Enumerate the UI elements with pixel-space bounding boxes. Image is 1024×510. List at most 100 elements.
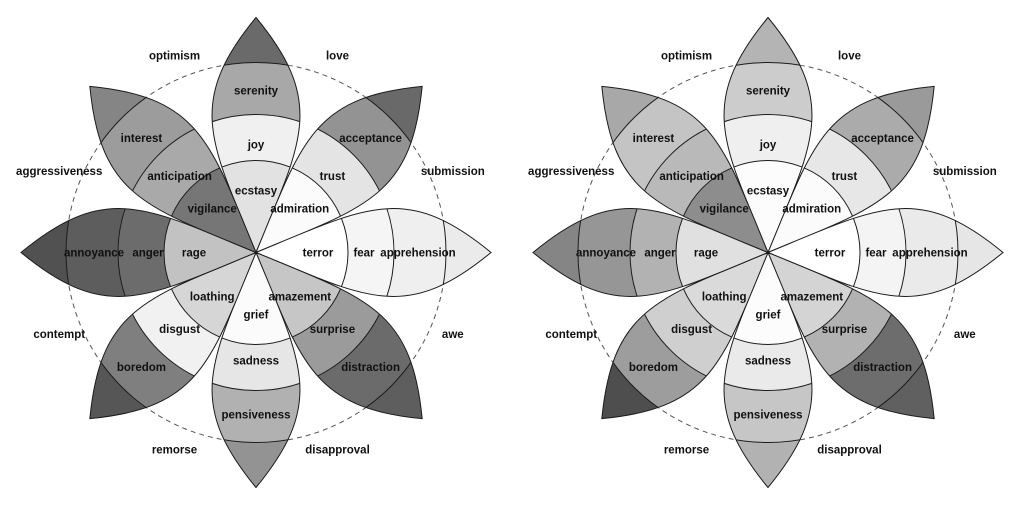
label-boredom: boredom	[117, 362, 166, 374]
segment-boundary-arc	[65, 221, 288, 443]
label-amazement: amazement	[780, 291, 843, 303]
petal-outline	[211, 16, 301, 254]
segment-boundary-arc	[577, 221, 800, 443]
segment-boundary-arc	[724, 252, 812, 345]
label-acceptance: acceptance	[339, 133, 402, 145]
label-vigilance: vigilance	[700, 204, 749, 216]
label-anger: anger	[132, 248, 164, 260]
label-surprise: surprise	[310, 324, 355, 336]
segment-boundary-arc	[117, 221, 288, 391]
petal-outline	[723, 251, 813, 489]
segment-ecstasy-fill	[212, 160, 300, 253]
label-ecstasy: ecstasy	[747, 186, 790, 198]
label-trust: trust	[320, 171, 346, 183]
segment-boundary-arc	[724, 62, 812, 253]
segment-rage-fill	[676, 208, 768, 297]
segment-boundary-arc	[736, 221, 959, 443]
segment-ecstasy-fill	[724, 160, 812, 253]
dyad-label-disapproval: disapproval	[817, 444, 882, 456]
label-admiration: admiration	[270, 204, 329, 216]
label-apprehension: apprehension	[892, 248, 967, 260]
label-sadness: sadness	[233, 356, 279, 368]
dyad-label-awe: awe	[954, 329, 976, 341]
segment-grief-fill	[212, 252, 300, 345]
segment-boundary-arc	[724, 252, 812, 443]
petal-outline	[255, 251, 423, 420]
label-anger: anger	[644, 248, 676, 260]
petal-outline	[89, 85, 257, 254]
label-serenity: serenity	[746, 86, 791, 98]
label-interest: interest	[121, 133, 163, 145]
label-fear: fear	[865, 248, 887, 260]
petal-sadness	[211, 251, 301, 489]
segment-boundary-arc	[768, 208, 959, 297]
petal-trust	[224, 61, 447, 284]
dyad-label-submission: submission	[933, 166, 997, 178]
petal-trust	[736, 61, 959, 284]
segment-boundary-arc	[224, 61, 447, 284]
label-acceptance: acceptance	[851, 133, 914, 145]
dyad-label-submission: submission	[421, 166, 485, 178]
segment-boundary-arc	[65, 208, 256, 297]
label-grief: grief	[756, 310, 781, 322]
dyad-label-optimism: optimism	[149, 51, 200, 63]
label-trust: trust	[832, 171, 858, 183]
petal-fear	[254, 208, 492, 297]
segment-rage-fill	[164, 208, 256, 297]
segment-boundary-arc	[256, 208, 447, 297]
segment-boundary-arc	[736, 160, 861, 284]
wheel-left-svg: ecstasyjoyserenityadmirationtrustaccepta…	[16, 16, 492, 489]
segment-boundary-arc	[736, 113, 907, 284]
segment-boundary-arc	[675, 160, 800, 284]
dyad-label-love: love	[838, 51, 861, 63]
petal-outline	[601, 251, 769, 420]
segment-boundary-arc	[117, 113, 288, 284]
segment-boundary-arc	[163, 221, 288, 345]
dyad-label-contempt: contempt	[33, 329, 85, 341]
petal-anticipation	[65, 61, 288, 284]
segment-boundary-arc	[212, 252, 300, 391]
petal-outline	[254, 208, 492, 297]
segment-boundary-arc	[117, 208, 256, 297]
label-vigilance: vigilance	[188, 204, 237, 216]
label-rage: rage	[694, 248, 718, 260]
segment-boundary-arc	[212, 252, 300, 345]
segment-boundary-arc	[768, 208, 907, 297]
dyad-label-awe: awe	[442, 329, 464, 341]
segment-boundary-arc	[577, 61, 800, 284]
label-pensiveness: pensiveness	[733, 410, 802, 422]
wheel-right-svg: ecstasyjoyserenityadmirationtrustaccepta…	[528, 16, 1004, 489]
petal-outline	[767, 85, 935, 254]
segment-boundary-arc	[724, 252, 812, 391]
dyad-label-love: love	[326, 51, 349, 63]
label-admiration: admiration	[782, 204, 841, 216]
label-annoyance: annoyance	[576, 248, 636, 260]
segment-boundary-arc	[629, 113, 800, 284]
petal-sadness	[723, 251, 813, 489]
segment-boundary-arc	[163, 208, 256, 297]
segment-boundary-arc	[577, 208, 768, 297]
label-interest: interest	[633, 133, 675, 145]
segment-boundary-arc	[675, 221, 800, 345]
segment-boundary-arc	[212, 252, 300, 443]
label-distraction: distraction	[853, 362, 912, 374]
segment-boundary-arc	[736, 221, 907, 391]
label-terror: terror	[303, 248, 334, 260]
label-joy: joy	[247, 140, 265, 152]
petal-outline	[601, 85, 769, 254]
segment-boundary-arc	[256, 208, 395, 297]
petal-joy	[723, 16, 813, 254]
dyad-label-contempt: contempt	[545, 329, 597, 341]
segment-boundary-arc	[724, 160, 812, 253]
segment-boundary-arc	[212, 114, 300, 253]
dyad-label-optimism: optimism	[661, 51, 712, 63]
petal-anticipation	[577, 61, 800, 284]
petal-disgust	[577, 221, 800, 443]
dyad-label-aggressiveness: aggressiveness	[16, 166, 102, 178]
label-boredom: boredom	[629, 362, 678, 374]
label-terror: terror	[815, 248, 846, 260]
dyad-label-remorse: remorse	[152, 444, 197, 456]
